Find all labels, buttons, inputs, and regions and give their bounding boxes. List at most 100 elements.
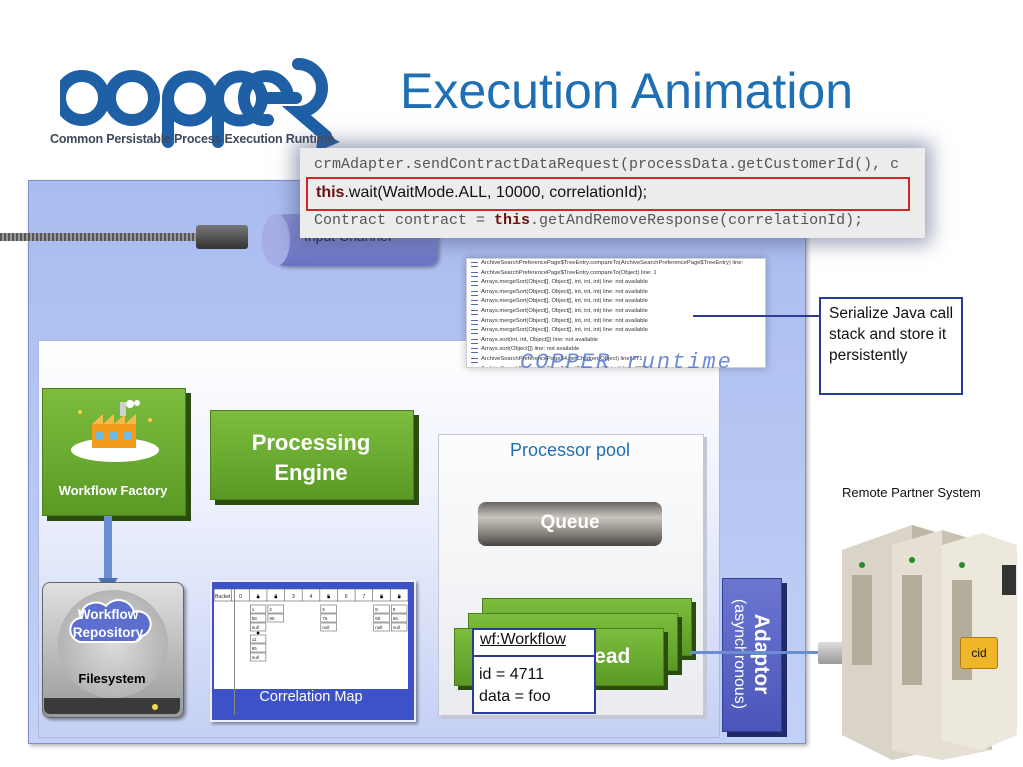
hard-disk-led xyxy=(152,704,158,710)
map-entry-text: 90 xyxy=(269,616,275,621)
correlation-map-divider xyxy=(234,589,235,715)
queue-label: Queue xyxy=(540,512,600,533)
stack-frame: Arrays.mergeSort(Object[], Object[], int… xyxy=(467,288,765,298)
map-bucket-dot xyxy=(256,595,260,599)
remote-partner-label: Remote Partner System xyxy=(842,485,981,500)
processing-engine-box xyxy=(210,410,414,500)
map-entry-cell xyxy=(320,622,337,632)
logo-tagline: Common Persistable Process Execution Run… xyxy=(50,132,335,146)
map-entry-cell xyxy=(250,622,267,632)
adaptor-subtitle: (asynchronous) xyxy=(731,598,748,710)
map-entry-text: null xyxy=(375,625,382,630)
map-header-cell: Bucket xyxy=(215,594,231,600)
map-entry-text: 9 xyxy=(393,607,396,612)
map-entry-cell xyxy=(320,604,337,614)
hard-disk-base xyxy=(44,698,180,714)
map-bucket-dot xyxy=(380,595,383,599)
workflow-instance-title: wf:Workflow xyxy=(480,631,566,648)
map-bucket-dot xyxy=(397,595,401,599)
correlation-map-table: Bucket0123456789125895890756066nullnulln… xyxy=(214,589,408,689)
map-header-cell: 6 xyxy=(345,594,348,600)
workflow-instance-data: data = foo xyxy=(479,688,551,705)
adaptor-label: Adaptor (asynchronous) xyxy=(722,578,780,730)
map-chain-dot xyxy=(256,631,260,635)
map-header-cell: 3 xyxy=(292,594,295,600)
map-entry-text: 11 xyxy=(252,637,257,642)
queue-cylinder xyxy=(478,502,662,546)
factory-icon xyxy=(71,400,159,462)
map-entry-cell xyxy=(391,613,408,623)
cable-plug xyxy=(196,225,248,249)
stack-frame: ArchiveSearchPreferencePage$TreeEntry.co… xyxy=(467,259,765,269)
map-entry-cell xyxy=(250,643,267,653)
map-entry-cell xyxy=(373,613,390,623)
stack-frame: ArchiveSearchPreferencePage$4.getChildre… xyxy=(467,355,765,365)
workflow-repository-label: Workflow Repository xyxy=(72,607,144,640)
map-entry-text: null xyxy=(322,625,329,630)
processing-engine-label: Processing Engine xyxy=(251,430,371,485)
stack-frame: Arrays.mergeSort(Object[], Object[], int… xyxy=(467,317,765,327)
map-entry-cell xyxy=(391,622,408,632)
stack-frame: Arrays.mergeSort(Object[], Object[], int… xyxy=(467,278,765,288)
processor-pool-label: Processor pool xyxy=(509,440,631,460)
map-entry-cell xyxy=(373,622,390,632)
workflow-instance-id: id = 4711 xyxy=(479,666,545,683)
map-entry-text: 66 xyxy=(393,616,399,621)
code-line-3-rest: .getAndRemoveResponse(correlationId); xyxy=(530,212,864,229)
workflow-factory-label: Workflow Factory xyxy=(58,483,168,498)
map-entry-cell xyxy=(373,604,390,614)
adaptor-box xyxy=(722,578,782,732)
stack-frame: ArchiveSearchPreferencePage$TreeEntry.co… xyxy=(467,269,765,279)
map-bucket-dot xyxy=(327,595,331,599)
code-line-2-keyword: this xyxy=(316,184,345,201)
map-entry-cell xyxy=(320,613,337,623)
input-cable xyxy=(0,233,200,241)
map-header-cell: 0 xyxy=(239,594,242,600)
map-entry-text: null xyxy=(252,625,259,630)
map-entry-cell xyxy=(250,613,267,623)
filesystem-label: Filesystem xyxy=(78,671,146,686)
map-entry-text: 8 xyxy=(375,607,378,612)
map-entry-cell xyxy=(250,652,267,662)
map-entry-text: 60 xyxy=(375,616,381,621)
map-bucket-dot xyxy=(274,595,278,599)
cid-badge: cid xyxy=(960,637,998,669)
stack-frame: Arrays.mergeSort(Object[], Object[], int… xyxy=(467,297,765,307)
map-entry-cell xyxy=(267,604,284,614)
thread-label: read xyxy=(586,645,631,668)
adaptor-title: Adaptor xyxy=(750,613,773,695)
workflow-card-divider xyxy=(472,655,596,657)
server-rack-icon xyxy=(842,525,1017,760)
highlighted-code-line: this.wait(WaitMode.ALL, 10000, correlati… xyxy=(306,177,910,211)
stack-frame: Arrays.mergeSort(Object[], Object[], int… xyxy=(467,307,765,317)
map-entry-text: 5 xyxy=(322,607,325,612)
map-entry-text: 75 xyxy=(322,616,328,621)
map-header-cell: 4 xyxy=(310,594,313,600)
map-entry-text: 95 xyxy=(252,646,258,651)
serialize-callout: Serialize Java call stack and store it p… xyxy=(819,297,963,395)
map-entry-text: 2 xyxy=(269,607,272,612)
map-entry-text: 58 xyxy=(252,616,258,621)
stack-frame: Arrays.sort(Object[]) line: not availabl… xyxy=(467,345,765,355)
factory-to-repository-arrow xyxy=(104,516,112,582)
code-line-1: crmAdapter.sendContractDataRequest(proce… xyxy=(314,156,900,173)
code-line-3-keyword: this xyxy=(494,212,531,229)
slide-title: Execution Animation xyxy=(400,63,854,119)
map-entry-text: 1 xyxy=(252,607,255,612)
correlation-map-label: Correlation Map xyxy=(259,689,363,705)
copper-runtime-label: COPPER runtime xyxy=(520,350,733,375)
map-entry-cell xyxy=(391,604,408,614)
stack-frame: ArchiveSearchPreferencePage$4.getElement… xyxy=(467,365,765,367)
cloud-icon xyxy=(69,599,152,644)
code-line-3: Contract contract = this.getAndRemoveRes… xyxy=(314,212,863,229)
workflow-instance-card xyxy=(472,628,596,714)
map-entry-text: null xyxy=(252,655,259,660)
map-header-cell: 7 xyxy=(363,594,366,600)
map-entry-cell xyxy=(250,634,267,644)
map-entry-text: null xyxy=(393,625,400,630)
callout-connector xyxy=(693,315,819,317)
map-entry-cell xyxy=(267,613,284,623)
stack-frame: Arrays.sort(int, int, Object[]) line: no… xyxy=(467,336,765,346)
adaptor-link-line xyxy=(690,651,820,654)
map-entry-cell xyxy=(250,604,267,614)
